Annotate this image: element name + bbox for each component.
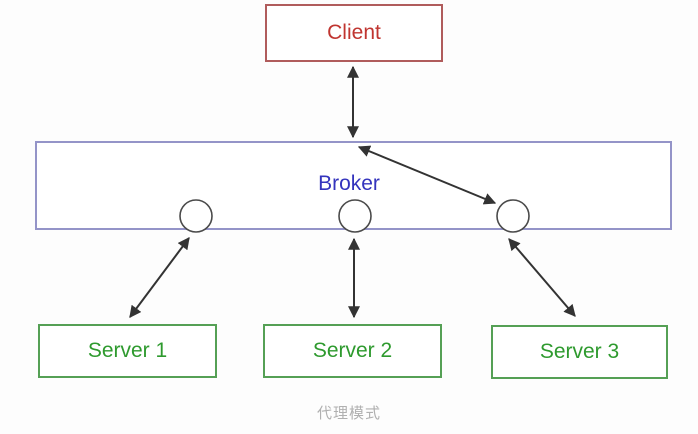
- client-box: Client: [265, 4, 443, 62]
- client-label: Client: [327, 21, 381, 44]
- arrow-port3-server3: [508, 238, 576, 317]
- server1-box: Server 1: [38, 324, 217, 378]
- server3-label: Server 3: [539, 340, 620, 363]
- server1-label: Server 1: [87, 339, 168, 362]
- server2-label: Server 2: [312, 339, 393, 362]
- diagram-caption: 代理模式: [316, 405, 381, 422]
- server3-box: Server 3: [491, 325, 668, 379]
- server2-box: Server 2: [263, 324, 442, 378]
- arrow-port1-server1: [129, 237, 190, 318]
- broker-label: Broker: [318, 172, 380, 195]
